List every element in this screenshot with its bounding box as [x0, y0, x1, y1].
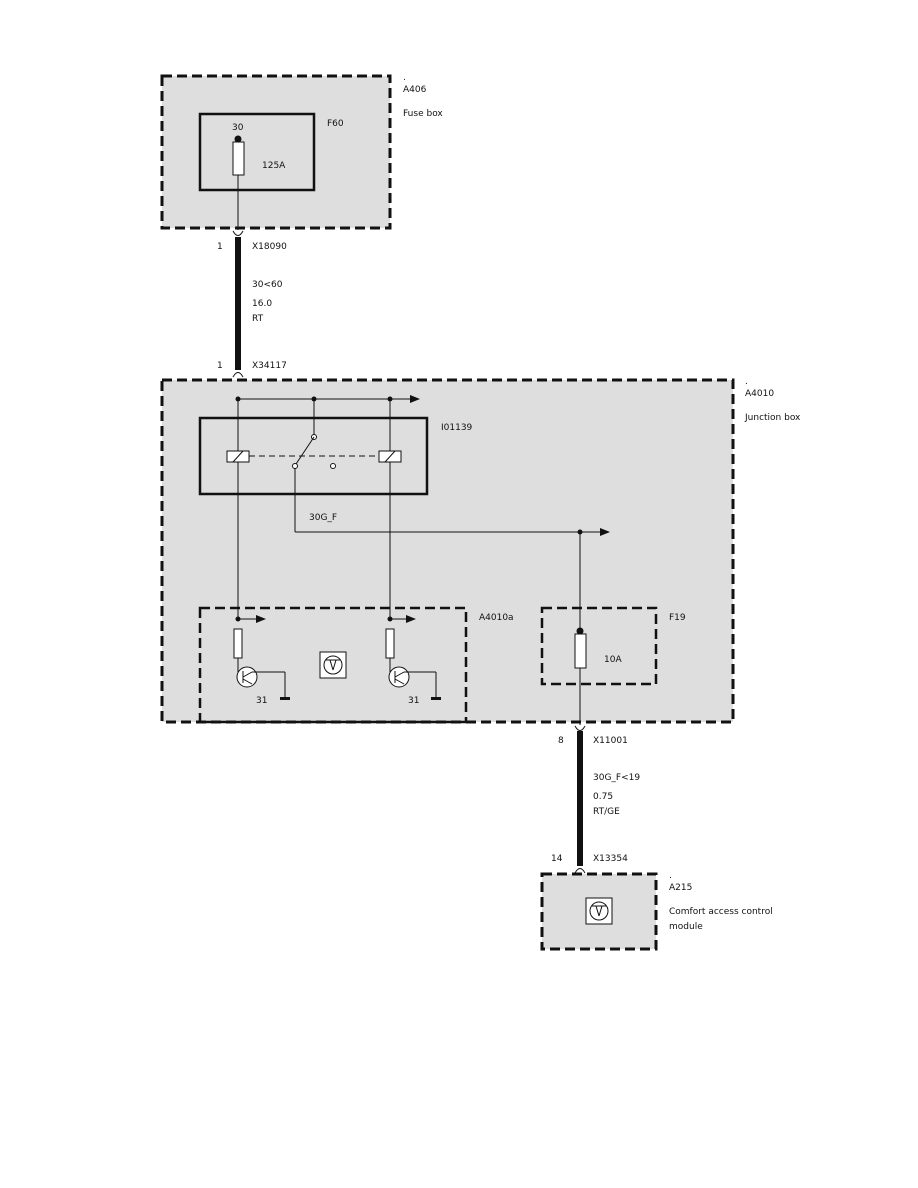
fuse-f19-rating: 10A — [604, 655, 622, 665]
wire1-color: RT — [252, 314, 264, 324]
connector-x18090-symbol — [232, 230, 244, 236]
wire1-cross-section: 16.0 — [252, 299, 272, 309]
fuse-f60-rating: 125A — [262, 161, 286, 171]
relay-contact-open — [330, 463, 336, 469]
wire2-cross-section: 0.75 — [593, 792, 613, 802]
control-unit-icon-line3 — [332, 659, 337, 671]
driver-right-transistor-collector — [394, 678, 405, 685]
relay-contact-pivot — [292, 463, 298, 469]
relay-coil-left-slash — [232, 450, 244, 463]
junction-box-a4010 — [160, 378, 735, 724]
driver-left-transistor — [236, 666, 258, 688]
relay-id: I01139 — [441, 423, 473, 433]
connector-x11001-symbol — [574, 725, 586, 731]
wire2-connector-top: X11001 — [593, 736, 628, 746]
comfort-module-ecu-icon-line2 — [595, 905, 600, 917]
wire2-circuit: 30G_F<19 — [593, 773, 640, 783]
relay-switch-blade — [295, 436, 315, 465]
driver-left-ground-icon — [280, 697, 290, 700]
fuse-f60-terminal: 30 — [232, 123, 244, 133]
junction-box-name: Junction box — [744, 413, 801, 423]
driver-right-ground-icon — [431, 697, 441, 700]
comfort-module-dot: . — [669, 871, 672, 881]
driver-right-resistor — [385, 628, 395, 659]
comfort-module-ecu-icon-line3 — [598, 905, 603, 917]
sub-module-id: A4010a — [479, 613, 514, 623]
fuse-box-id: A406 — [403, 85, 427, 95]
comfort-module-id: A215 — [669, 883, 692, 893]
driver-left-transistor-collector — [242, 678, 253, 685]
fuse-f60-symbol — [232, 141, 245, 176]
fuse-box-dot: . — [403, 73, 406, 83]
comfort-module-ecu-icon-circle — [589, 901, 609, 921]
wire2-pin-bottom: 14 — [551, 854, 563, 864]
output-30g-f-label: 30G_F — [309, 513, 337, 523]
fuse-box-a406 — [160, 74, 392, 230]
fuse-f19-terminal-dot — [576, 627, 584, 635]
bus-top-arrow — [410, 395, 420, 403]
wire2-connector-bottom: X13354 — [593, 854, 628, 864]
control-unit-icon-line2 — [329, 659, 334, 671]
wire1-pin-bottom: 1 — [217, 361, 223, 371]
driver-left-transistor-emitter — [242, 671, 253, 678]
control-unit-icon-circle — [323, 655, 343, 675]
junction-box-id: A4010 — [745, 389, 774, 399]
wire1-pin-top: 1 — [217, 242, 223, 252]
junction-box-dot: . — [745, 377, 748, 387]
fuse-f60-id: F60 — [327, 119, 344, 129]
driver-right-ground-label: 31 — [408, 696, 419, 706]
comfort-module-name-line2: module — [669, 922, 703, 932]
driver-right-transistor-emitter — [394, 671, 405, 678]
sub-module-a4010a — [198, 606, 468, 724]
fuse-holder-f60 — [198, 112, 316, 192]
driver-left-tap-arrow — [256, 615, 266, 623]
wire2-pin-top: 8 — [558, 736, 564, 746]
connector-x34117-symbol — [232, 372, 244, 378]
fuse-holder-f19 — [540, 606, 658, 686]
fuse-box-name: Fuse box — [403, 109, 443, 119]
wire2-color: RT/GE — [593, 807, 620, 817]
comfort-module-name-line1: Comfort access control — [669, 907, 773, 917]
driver-right-transistor — [388, 666, 410, 688]
connector-x13354-symbol — [574, 868, 586, 874]
relay-coil-right-slash — [384, 450, 396, 463]
wire1-connector-top: X18090 — [252, 242, 287, 252]
wire1-circuit: 30<60 — [252, 280, 283, 290]
driver-left-resistor — [233, 628, 243, 659]
driver-left-ground-label: 31 — [256, 696, 267, 706]
output-30g-f-arrow — [600, 528, 610, 536]
fuse-f19-id: F19 — [669, 613, 686, 623]
fuse-f19-symbol — [574, 633, 587, 669]
driver-right-tap-arrow — [406, 615, 416, 623]
wire1-connector-bottom: X34117 — [252, 361, 287, 371]
